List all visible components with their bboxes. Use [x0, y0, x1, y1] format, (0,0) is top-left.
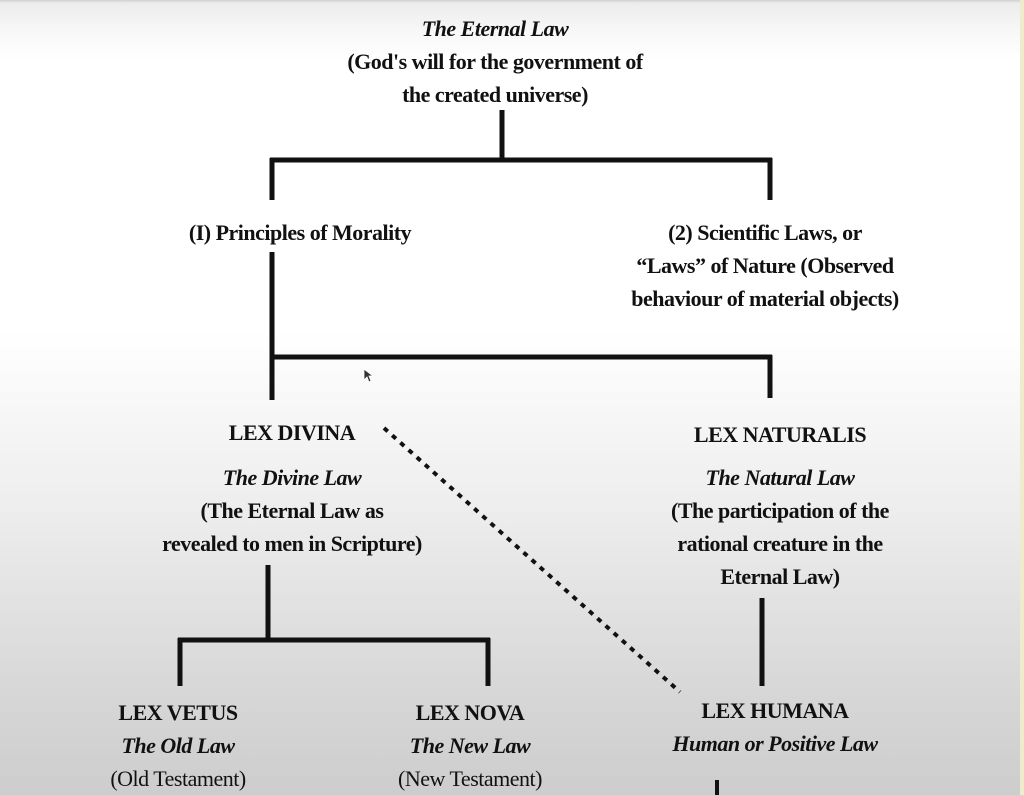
window-edge: [1020, 0, 1024, 795]
lex-nova-subtitle: The New Law: [409, 733, 531, 758]
node-lex-nova: LEX NOVA The New Law (New Testament): [398, 696, 542, 795]
lex-vetus-name: LEX VETUS: [118, 700, 238, 725]
node-lex-divina: LEX DIVINA The Divine Law (The Eternal L…: [162, 416, 422, 560]
node-principles-of-morality: (I) Principles of Morality: [188, 216, 412, 249]
eternal-law-title: The Eternal Law: [421, 16, 569, 41]
mouse-cursor-icon: [363, 368, 375, 383]
eternal-law-desc-2: the created universe): [402, 82, 588, 107]
scientific-line-3: behaviour of material objects): [631, 286, 899, 311]
node-lex-humana: LEX HUMANA Human or Positive Law: [672, 694, 878, 760]
lex-divina-subtitle: The Divine Law: [222, 465, 362, 490]
lex-divina-desc-1: (The Eternal Law as: [200, 498, 384, 523]
lex-naturalis-desc-1: (The participation of the: [671, 498, 889, 523]
eternal-law-desc-1: (God's will for the government of: [347, 49, 643, 74]
lex-divina-name: LEX DIVINA: [228, 420, 356, 445]
node-lex-naturalis: LEX NATURALIS The Natural Law (The parti…: [671, 418, 889, 593]
lex-naturalis-name: LEX NATURALIS: [693, 422, 867, 447]
node-lex-vetus: LEX VETUS The Old Law (Old Testament): [110, 696, 246, 795]
node-scientific-laws: (2) Scientific Laws, or “Laws” of Nature…: [631, 216, 899, 315]
lex-nova-desc: (New Testament): [398, 766, 542, 791]
lex-nova-name: LEX NOVA: [415, 700, 525, 725]
lex-naturalis-desc-3: Eternal Law): [720, 564, 840, 589]
lex-humana-name: LEX HUMANA: [701, 698, 849, 723]
lex-humana-subtitle: Human or Positive Law: [672, 731, 878, 756]
lex-naturalis-desc-2: rational creature in the: [677, 531, 883, 556]
scientific-line-1: (2) Scientific Laws, or: [668, 220, 862, 245]
scientific-line-2: “Laws” of Nature (Observed: [636, 253, 894, 278]
node-eternal-law: The Eternal Law (God's will for the gove…: [347, 12, 643, 111]
lex-vetus-subtitle: The Old Law: [121, 733, 235, 758]
lex-naturalis-subtitle: The Natural Law: [705, 465, 855, 490]
principles-label: (I) Principles of Morality: [188, 220, 412, 245]
divina-humana-dotted: [382, 426, 682, 694]
lex-vetus-desc: (Old Testament): [110, 766, 246, 791]
lex-divina-desc-2: revealed to men in Scripture): [162, 531, 422, 556]
